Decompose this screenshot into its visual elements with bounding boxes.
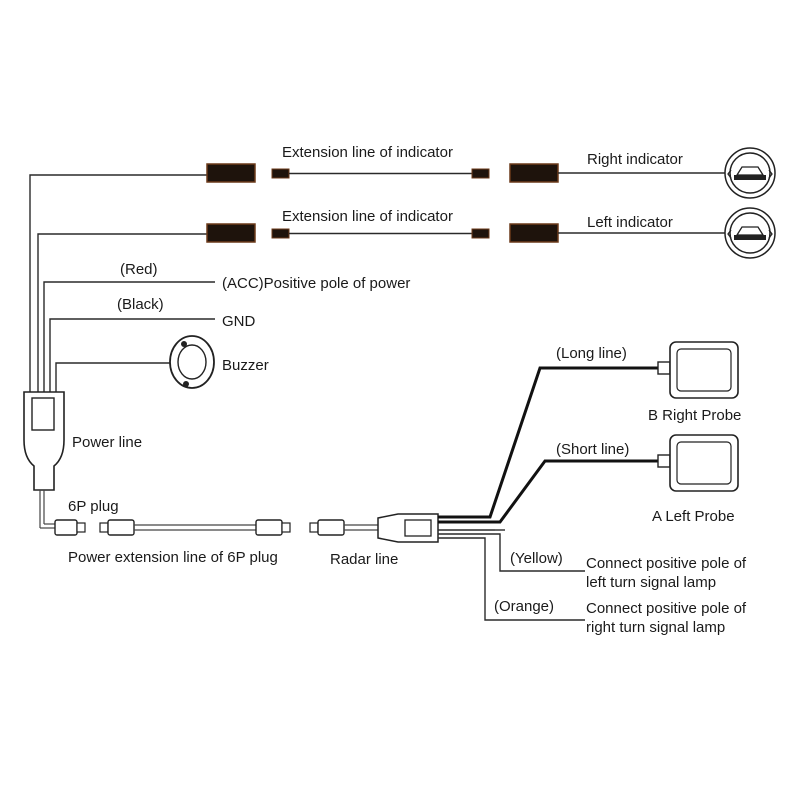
orange-desc-line1: Connect positive pole of [586, 600, 747, 617]
a-left-probe-icon [657, 434, 739, 492]
power-bundle-wires [29, 174, 215, 392]
left-indicator-extension [206, 207, 776, 259]
gnd-label: GND [222, 313, 256, 330]
6p-plug-label: 6P plug [68, 498, 119, 515]
power-extension-line [99, 519, 291, 536]
6p-plug [54, 519, 86, 536]
orange-desc-line2: right turn signal lamp [586, 619, 725, 636]
red-wire-label: (Red) [120, 261, 158, 278]
left-indicator-label: Left indicator [587, 214, 673, 231]
extension-plug-right [471, 168, 490, 179]
extension-line-label-top: Extension line of indicator [282, 144, 453, 161]
b-right-probe-icon [657, 341, 739, 399]
extension-line-label-bottom: Extension line of indicator [282, 208, 453, 225]
probe-wires [438, 366, 658, 621]
extension-connector-right [509, 163, 559, 183]
power-line-label: Power line [72, 434, 142, 451]
yellow-desc-line1: Connect positive pole of [586, 555, 747, 572]
long-line-label: (Long line) [556, 345, 627, 362]
extension-plug-right [471, 228, 490, 239]
right-indicator-extension [206, 147, 776, 199]
yellow-wire-label: (Yellow) [510, 550, 563, 567]
power-line-connector [23, 391, 65, 529]
black-wire-label: (Black) [117, 296, 164, 313]
extension-connector-left [206, 163, 256, 183]
orange-wire-label: (Orange) [494, 598, 554, 615]
buzzer-label: Buzzer [222, 357, 269, 374]
left-indicator-icon [724, 207, 776, 259]
b-right-probe-label: B Right Probe [648, 407, 741, 424]
extension-connector-right [509, 223, 559, 243]
extension-plug-left [271, 228, 290, 239]
radar-line [309, 513, 439, 543]
extension-connector-left [206, 223, 256, 243]
yellow-desc-line2: left turn signal lamp [586, 574, 716, 591]
a-left-probe-label: A Left Probe [652, 508, 735, 525]
extension-plug-left [271, 168, 290, 179]
radar-line-label: Radar line [330, 551, 398, 568]
right-indicator-label: Right indicator [587, 151, 683, 168]
short-line-label: (Short line) [556, 441, 629, 458]
power-extension-label: Power extension line of 6P plug [68, 549, 278, 566]
right-indicator-icon [724, 147, 776, 199]
buzzer-icon [169, 335, 215, 389]
acc-label: (ACC)Positive pole of power [222, 275, 410, 292]
